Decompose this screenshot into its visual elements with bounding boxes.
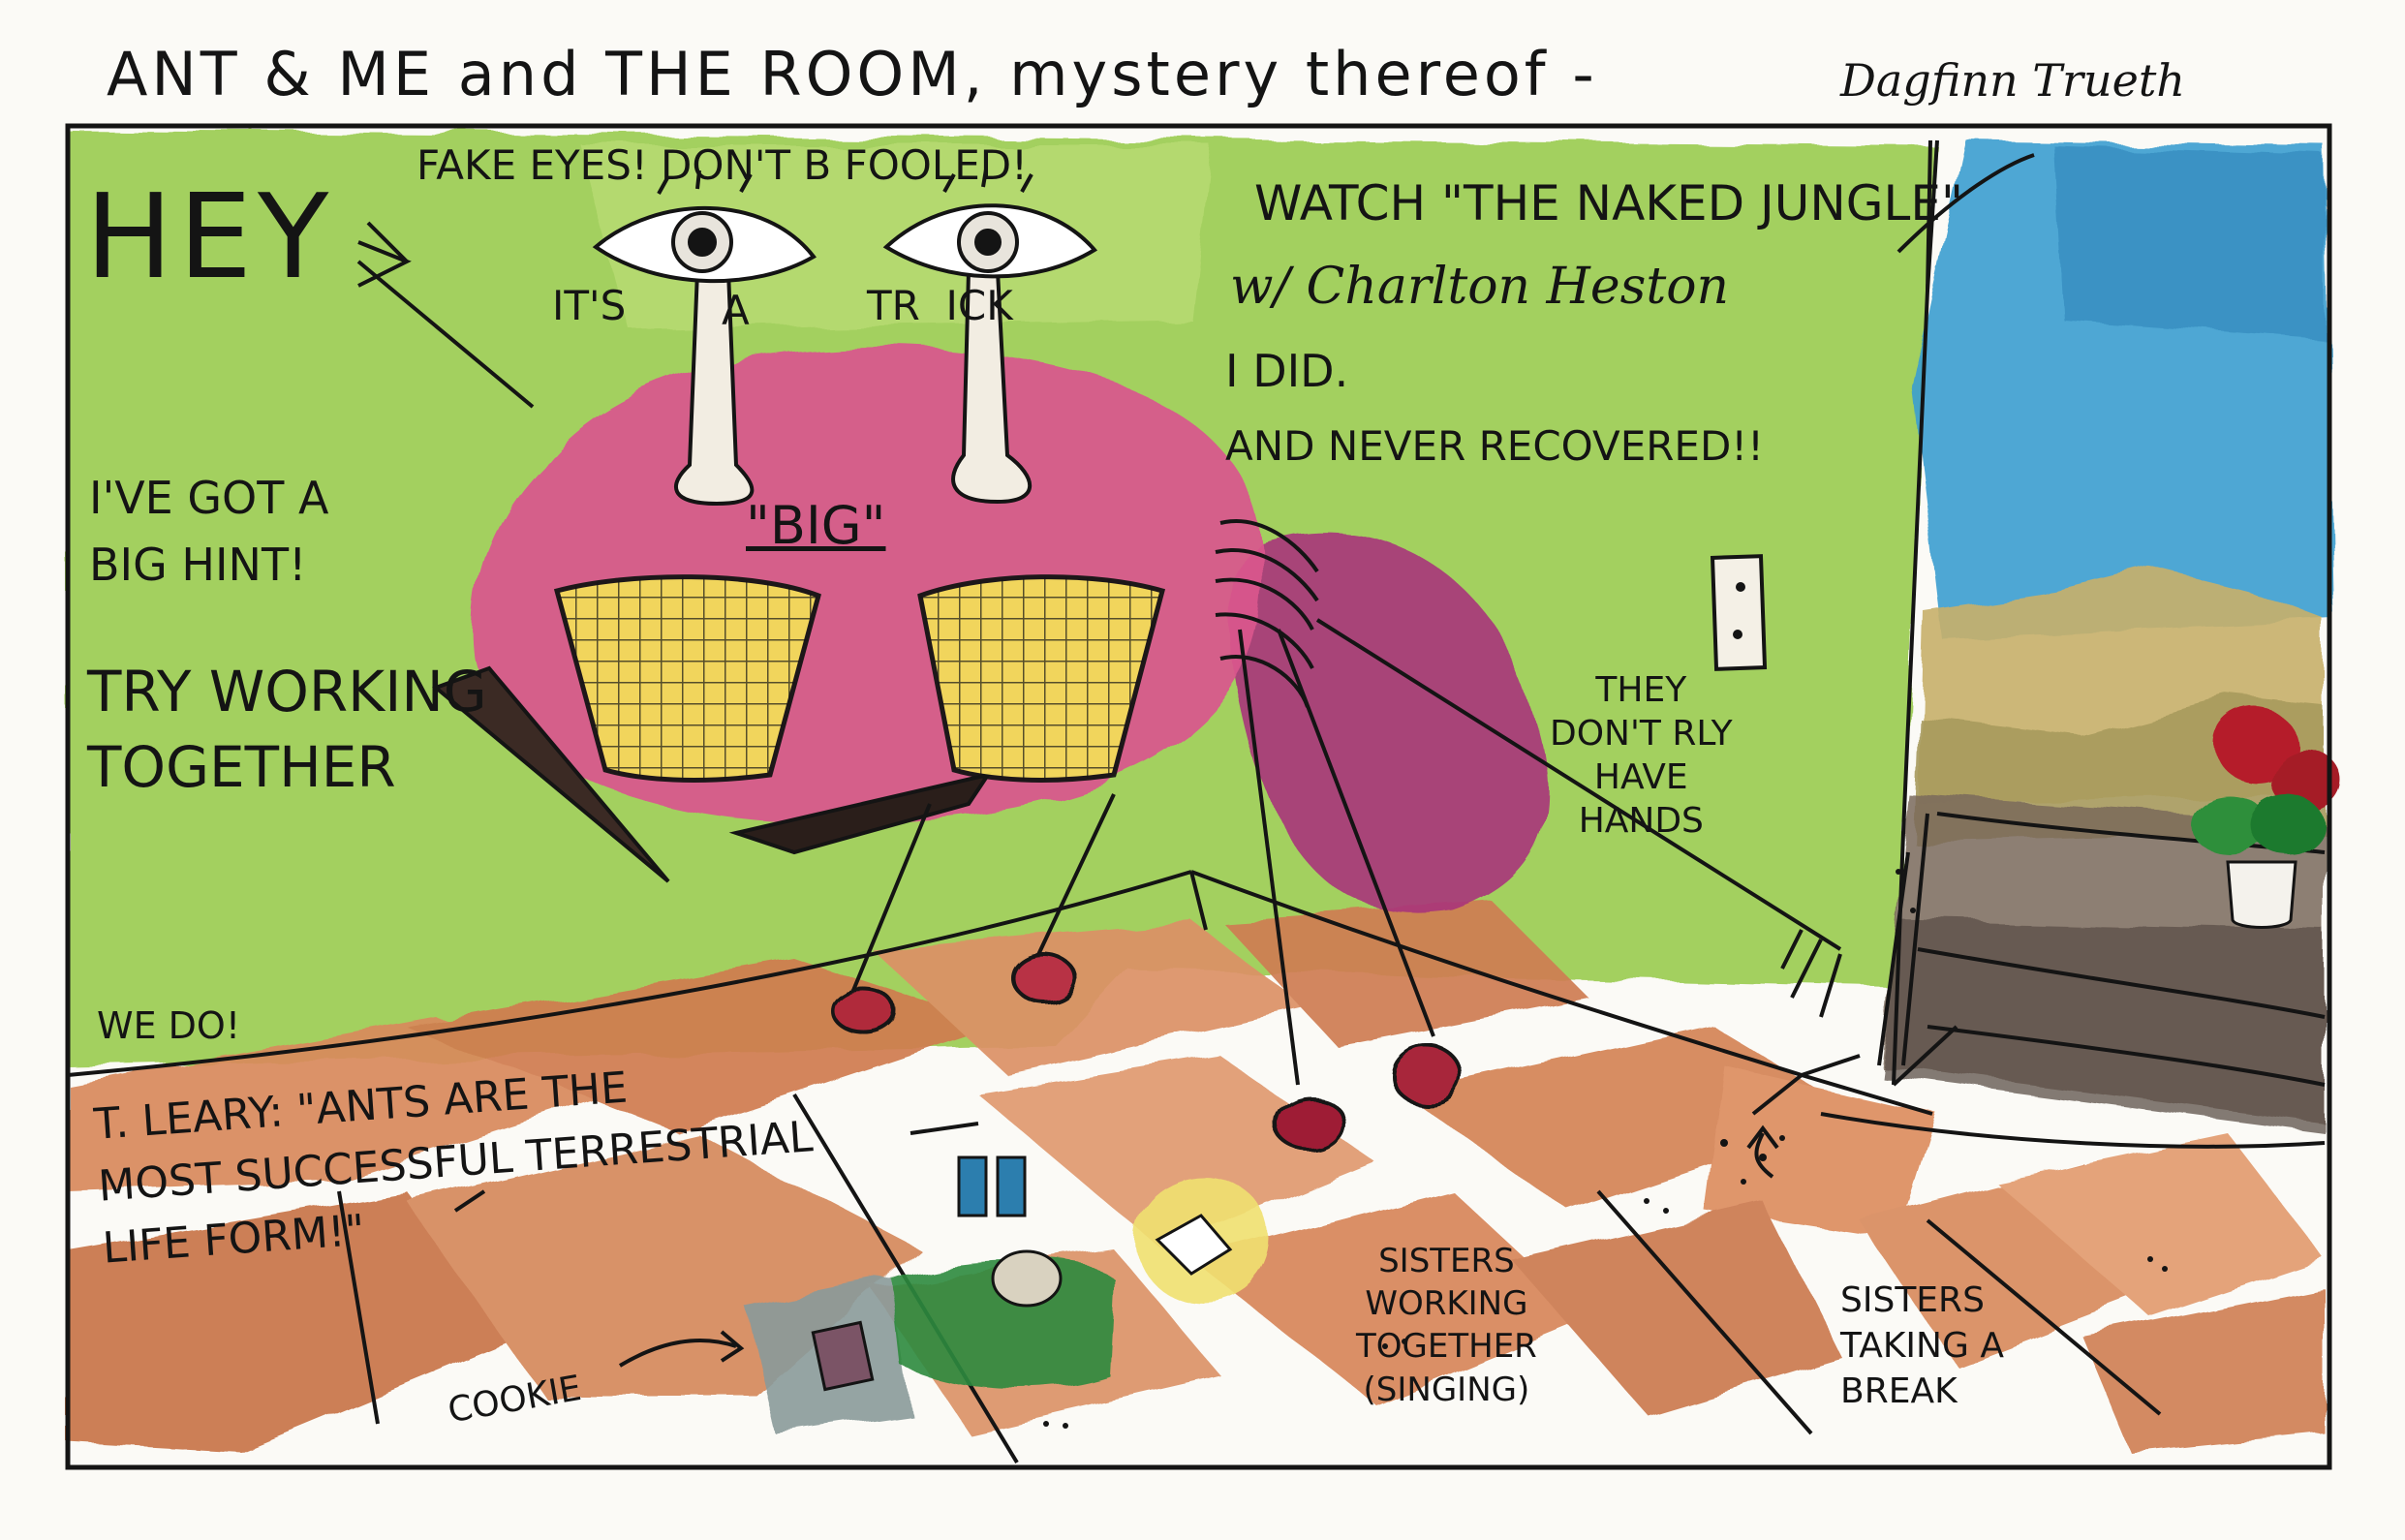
trick-a-text: A (722, 287, 750, 334)
trick-trick-text: TR ICK (867, 282, 1013, 329)
mandibles (432, 665, 993, 883)
fake-eyes-text: FAKE EYES! DON'T B FOOLED! (416, 141, 1028, 189)
hey-text: HEY (85, 170, 335, 305)
tiny-ants (1043, 869, 2168, 1429)
never-recovered-text: AND NEVER RECOVERED!! (1225, 422, 1764, 470)
big-label: "BIG" (746, 495, 886, 556)
page-title: ANT & ME and THE ROOM, mystery thereof - (107, 39, 1598, 109)
we-do-text: WE DO! (97, 1004, 241, 1047)
compound-eyes (553, 574, 1166, 783)
sky-wash (1913, 140, 2334, 639)
window-frame (1896, 153, 2035, 1066)
fake-eyes (592, 169, 1098, 284)
flower-vase (2189, 709, 2340, 929)
panel-frame (65, 123, 2332, 1470)
leg-tips (832, 953, 1463, 1153)
fake-eye-stalks (673, 269, 1033, 507)
artist-signature: Dagfinn Trueth (1840, 54, 2185, 107)
no-hands-text: THEY DON'T RLY HAVE HANDS (1550, 670, 1733, 841)
charlton-text: w/ Charlton Heston (1230, 258, 1730, 316)
watch-text: WATCH "THE NAKED JUNGLE" (1254, 175, 1963, 231)
cookie-scene (746, 1155, 1271, 1433)
sisters-break-label: SISTERS TAKING A BREAK (1840, 1280, 2004, 1411)
ant-legs (850, 618, 1842, 1086)
try-working-text: TRY WORKING TOGETHER (87, 659, 487, 801)
room-lines (67, 139, 2326, 1464)
hint-text: I'VE GOT A BIG HINT! (89, 472, 329, 591)
trick-its-text: IT'S (552, 282, 627, 329)
annotation-arrows (356, 221, 1779, 1368)
wall-outlet (1710, 554, 1768, 671)
i-did-text: I DID. (1225, 345, 1349, 397)
sisters-working-label: SISTERS WORKING TOGETHER (SINGING) (1356, 1242, 1537, 1409)
